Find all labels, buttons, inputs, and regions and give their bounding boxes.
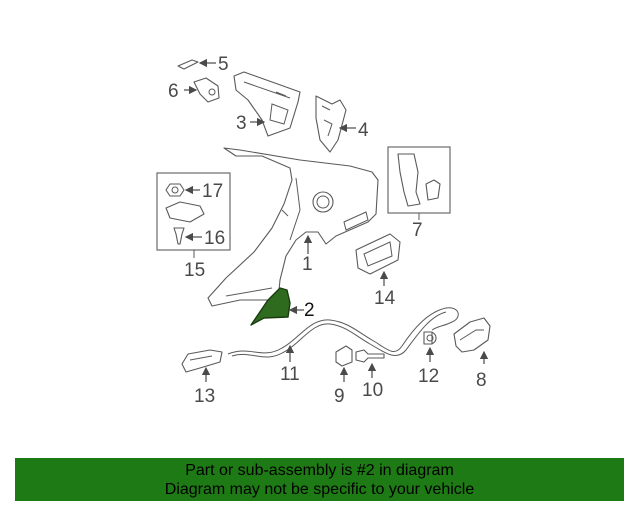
banner-line-1: Part or sub-assembly is #2 in diagram (185, 462, 454, 479)
label-1: 1 (302, 254, 313, 275)
part-1-quarter-panel[interactable]: 1 (207, 147, 379, 307)
label-2: 2 (304, 300, 315, 321)
part-14-housing[interactable]: 14 (355, 233, 401, 309)
part-4-extension[interactable]: 4 (315, 95, 369, 153)
label-9: 9 (334, 386, 345, 407)
part-8-fuel-door[interactable]: 8 (453, 317, 491, 391)
label-13: 13 (194, 386, 215, 407)
label-11: 11 (280, 364, 300, 385)
part-3-inner-panel[interactable]: 3 (233, 71, 301, 137)
label-12: 12 (418, 366, 439, 387)
parts-diagram: 5 6 3 4 1 7 (156, 54, 491, 407)
label-5: 5 (218, 54, 229, 75)
part-10-pin[interactable]: 10 (355, 349, 385, 401)
label-8: 8 (476, 370, 487, 391)
label-14: 14 (374, 288, 396, 309)
part-13-handle[interactable]: 13 (181, 349, 223, 407)
part-7-liner-box[interactable]: 7 (387, 146, 451, 241)
label-6: 6 (168, 81, 179, 102)
part-6-bracket[interactable]: 6 (168, 77, 220, 103)
label-17: 17 (202, 181, 223, 202)
part-12-bushing[interactable]: 12 (418, 331, 439, 387)
label-10: 10 (362, 380, 383, 401)
label-16: 16 (204, 228, 225, 249)
label-3: 3 (236, 113, 247, 134)
label-7: 7 (412, 220, 423, 241)
part-5-clip[interactable]: 5 (177, 54, 229, 75)
info-banner: Part or sub-assembly is #2 in diagram Di… (15, 458, 624, 501)
part-2-highlighted[interactable]: 2 (250, 287, 315, 326)
banner-line-2: Diagram may not be specific to your vehi… (164, 481, 475, 498)
label-4: 4 (358, 120, 369, 141)
part-11-cable[interactable]: 11 (227, 307, 459, 385)
part-15-fastener-box[interactable]: 17 16 15 (156, 172, 231, 281)
label-15: 15 (184, 260, 205, 281)
part-9-clip[interactable]: 9 (334, 345, 353, 407)
